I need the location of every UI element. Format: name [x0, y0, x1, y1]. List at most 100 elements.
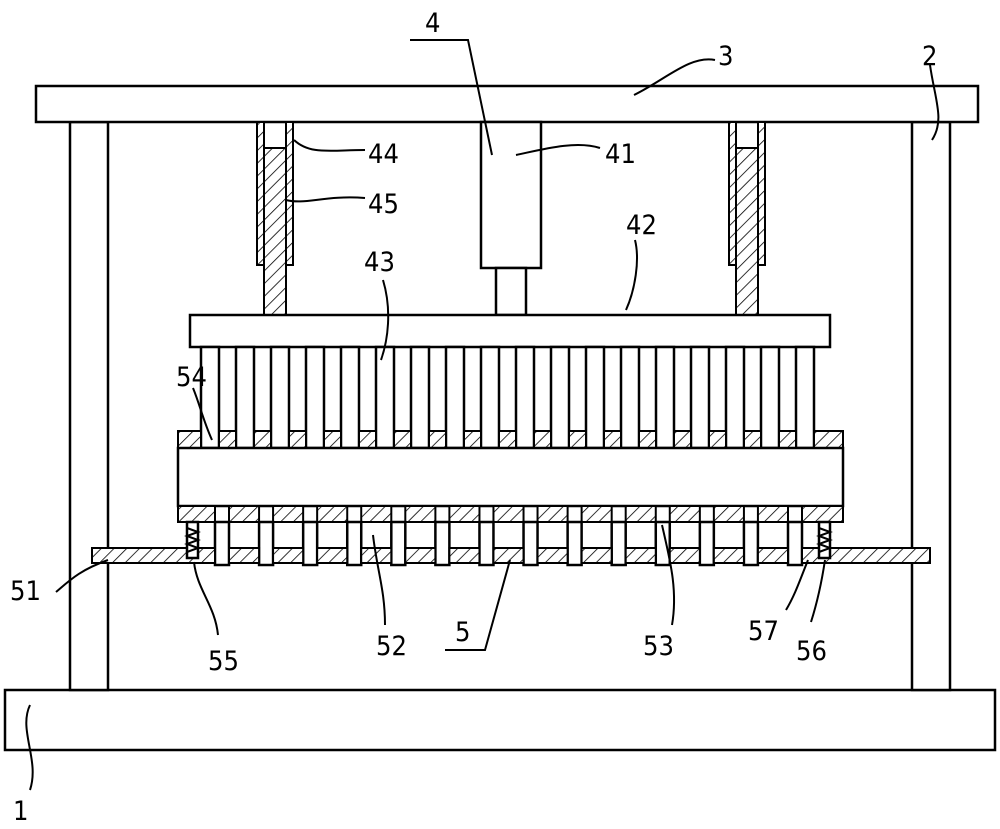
lower-strip-block	[712, 505, 745, 523]
lower-strip-block	[448, 505, 481, 523]
upper-rod	[654, 345, 676, 450]
support-plate-segment	[492, 547, 525, 564]
lower-rod	[257, 520, 275, 567]
support-plate-segment	[624, 547, 657, 564]
upper-rod	[514, 345, 536, 450]
lower-strip-block	[801, 505, 844, 523]
base-plate	[3, 688, 997, 752]
lower-rod	[698, 520, 716, 567]
lower-rod	[434, 520, 451, 567]
top-plate	[34, 84, 980, 124]
lower-rod	[786, 520, 804, 567]
lower-strip-block	[404, 505, 437, 523]
upper-rod	[234, 345, 256, 450]
upper-strip-block	[463, 430, 482, 449]
right-spring	[816, 520, 833, 560]
upper-strip-block	[428, 430, 447, 449]
upper-strip-block	[177, 430, 202, 449]
support-plate-segment	[801, 547, 931, 564]
support-plate-segment	[756, 547, 790, 564]
lower-strip-block	[756, 505, 790, 523]
label-2: 2	[922, 41, 937, 72]
label-5: 5	[455, 617, 470, 648]
upper-rod	[794, 345, 816, 450]
label-43: 43	[364, 247, 395, 278]
lower-rod	[742, 520, 760, 567]
upper-rod	[269, 345, 291, 450]
upper-strip-block	[533, 430, 552, 449]
label-55: 55	[208, 646, 239, 677]
upper-strip-block	[568, 430, 587, 449]
label-44: 44	[368, 139, 399, 170]
upper-rod	[304, 345, 326, 450]
support-plate-segment	[272, 547, 305, 564]
support-plate-segment	[448, 547, 481, 564]
pressing-plate	[188, 313, 832, 349]
lower-strip-block	[668, 505, 701, 523]
label-4: 4	[425, 8, 440, 39]
upper-rod	[759, 345, 781, 450]
lower-strip-block	[536, 505, 569, 523]
label-56: 56	[796, 636, 827, 667]
lower-strip-block	[360, 505, 393, 523]
lower-rod	[345, 520, 363, 567]
lower-rod	[478, 520, 495, 567]
middle-block	[176, 446, 845, 508]
upper-rod	[409, 345, 431, 450]
left-spring	[184, 520, 201, 560]
lower-rod	[654, 520, 672, 567]
lower-strip-block	[177, 505, 216, 523]
lower-hatched-strip	[177, 505, 844, 523]
label-41: 41	[605, 139, 636, 170]
lower-strip-block	[272, 505, 305, 523]
label-42: 42	[626, 210, 657, 241]
support-plate-segment	[536, 547, 569, 564]
upper-strip-block	[708, 430, 727, 449]
support-plate-segment	[668, 547, 701, 564]
upper-strip-block	[358, 430, 377, 449]
upper-strip-block	[638, 430, 657, 449]
right-column	[910, 120, 952, 692]
label-51: 51	[10, 576, 41, 607]
upper-rod	[549, 345, 571, 450]
upper-strip-block	[253, 430, 272, 449]
lower-rod	[522, 520, 539, 567]
support-plate-segment	[404, 547, 437, 564]
upper-rods	[199, 345, 816, 450]
lower-rod	[610, 520, 627, 567]
label-57: 57	[748, 616, 779, 647]
left-column	[68, 120, 110, 692]
upper-rod	[724, 345, 746, 450]
leader-lines	[25, 39, 940, 791]
label-53: 53	[643, 631, 674, 662]
upper-rod	[584, 345, 606, 450]
upper-rod	[444, 345, 466, 450]
upper-strip-block	[603, 430, 622, 449]
lower-strip-block	[316, 505, 349, 523]
upper-strip-block	[218, 430, 237, 449]
lower-rod	[390, 520, 407, 567]
upper-rod	[374, 345, 396, 450]
upper-strip-block	[323, 430, 342, 449]
label-54: 54	[176, 362, 207, 393]
support-plate-segment	[228, 547, 261, 564]
upper-rod	[479, 345, 501, 450]
lower-strip-block	[492, 505, 525, 523]
left-guide-assembly	[256, 121, 294, 316]
upper-strip-block	[673, 430, 692, 449]
lower-rod	[301, 520, 319, 567]
label-1: 1	[13, 796, 28, 827]
right-guide-assembly	[728, 121, 766, 316]
support-plate-segment	[580, 547, 613, 564]
support-plate-segment	[316, 547, 349, 564]
piston-rod	[494, 266, 528, 317]
support-plate	[91, 547, 931, 564]
upper-strip-block	[498, 430, 517, 449]
label-45: 45	[368, 189, 399, 220]
support-plate-segment	[91, 547, 216, 564]
lower-strip-block	[580, 505, 613, 523]
lower-rod	[566, 520, 583, 567]
upper-rod	[689, 345, 711, 450]
upper-strip-block	[813, 430, 844, 449]
lower-rods	[213, 520, 804, 567]
